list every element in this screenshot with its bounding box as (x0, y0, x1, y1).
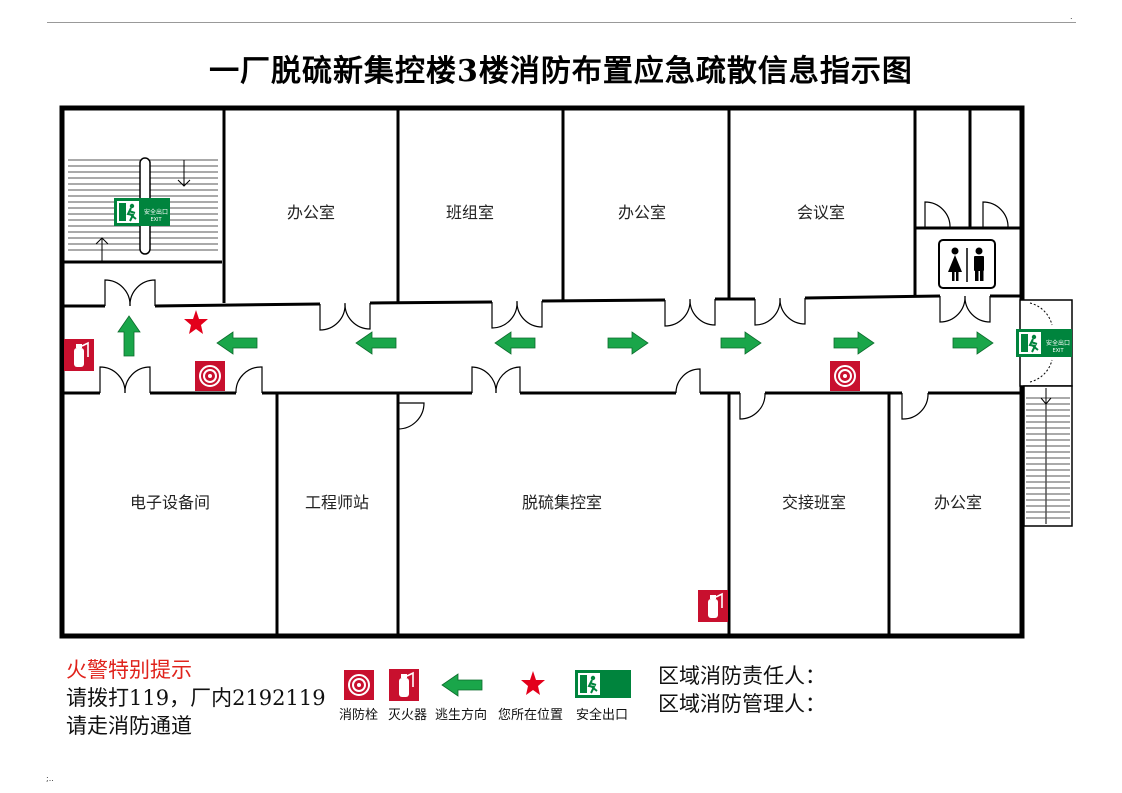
escape-arrow-right-3 (833, 331, 875, 355)
room-label: 电子设备间 (130, 493, 210, 512)
restroom-icon (938, 239, 996, 289)
escape-arrow-right-2 (720, 331, 762, 355)
top-rule (47, 22, 1076, 23)
extinguisher-icon (697, 589, 729, 623)
legend-extinguisher-icon (388, 668, 420, 702)
exit-sign-en: EXIT (1052, 348, 1064, 354)
exit-sign-cn: 安全出口 (1046, 339, 1070, 347)
legend-label-extinguisher: 灭火器 (388, 708, 428, 723)
you-are-here-star-icon (184, 310, 208, 334)
legend-label-exit: 安全出口 (576, 708, 629, 723)
escape-arrow-right-1 (607, 331, 649, 355)
room-label: 工程师站 (305, 493, 369, 512)
manager-label: 区域消防管理人： (658, 692, 826, 716)
hydrant-icon (829, 360, 861, 392)
escape-arrow-left-1 (216, 331, 258, 355)
legend-label-location: 您所在位置 (498, 708, 564, 723)
room-label: 会议室 (797, 203, 845, 222)
exit-sign-cn: 安全出口 (144, 208, 168, 216)
extinguisher-icon (63, 338, 95, 372)
fire-alert-heading: 火警特别提示 (66, 658, 192, 682)
responsible-person-label: 区域消防责任人： (658, 664, 826, 688)
fire-phone-line: 请拨打119，厂内2192119 (66, 686, 326, 710)
fire-route-line: 请走消防通道 (66, 714, 192, 738)
room-label: 办公室 (618, 203, 666, 222)
escape-arrow-up (117, 315, 141, 357)
legend-label-escape: 逃生方向 (435, 708, 488, 723)
room-label: 班组室 (446, 203, 494, 222)
exit-sign-en: EXIT (150, 217, 162, 223)
fire-notes: 火警特别提示 请拨打119，厂内2192119 请走消防通道 (66, 656, 326, 740)
top-room-walls (62, 108, 1022, 636)
room-label: 交接班室 (782, 493, 846, 512)
door-swings (99, 201, 1009, 430)
room-label: 办公室 (287, 203, 335, 222)
hydrant-icon (194, 360, 226, 392)
legend-arrow-icon (441, 673, 483, 697)
legend-label-hydrant: 消防栓 (339, 708, 379, 723)
legend-exit-icon (574, 669, 632, 699)
legend-hydrant-icon (343, 669, 375, 701)
footer-mark: ;.. (46, 774, 54, 783)
corner-dot: . (1070, 12, 1073, 21)
escape-arrow-right-4 (952, 331, 994, 355)
legend-star-icon (521, 671, 545, 695)
escape-arrow-left-2 (355, 331, 397, 355)
responsibility-block: 区域消防责任人： 区域消防管理人： (658, 662, 826, 718)
escape-arrow-left-3 (494, 331, 536, 355)
room-label: 脱硫集控室 (522, 493, 602, 512)
page-title: 一厂脱硫新集控楼3楼消防布置应急疏散信息指示图 (209, 54, 913, 89)
room-label: 办公室 (934, 493, 982, 512)
